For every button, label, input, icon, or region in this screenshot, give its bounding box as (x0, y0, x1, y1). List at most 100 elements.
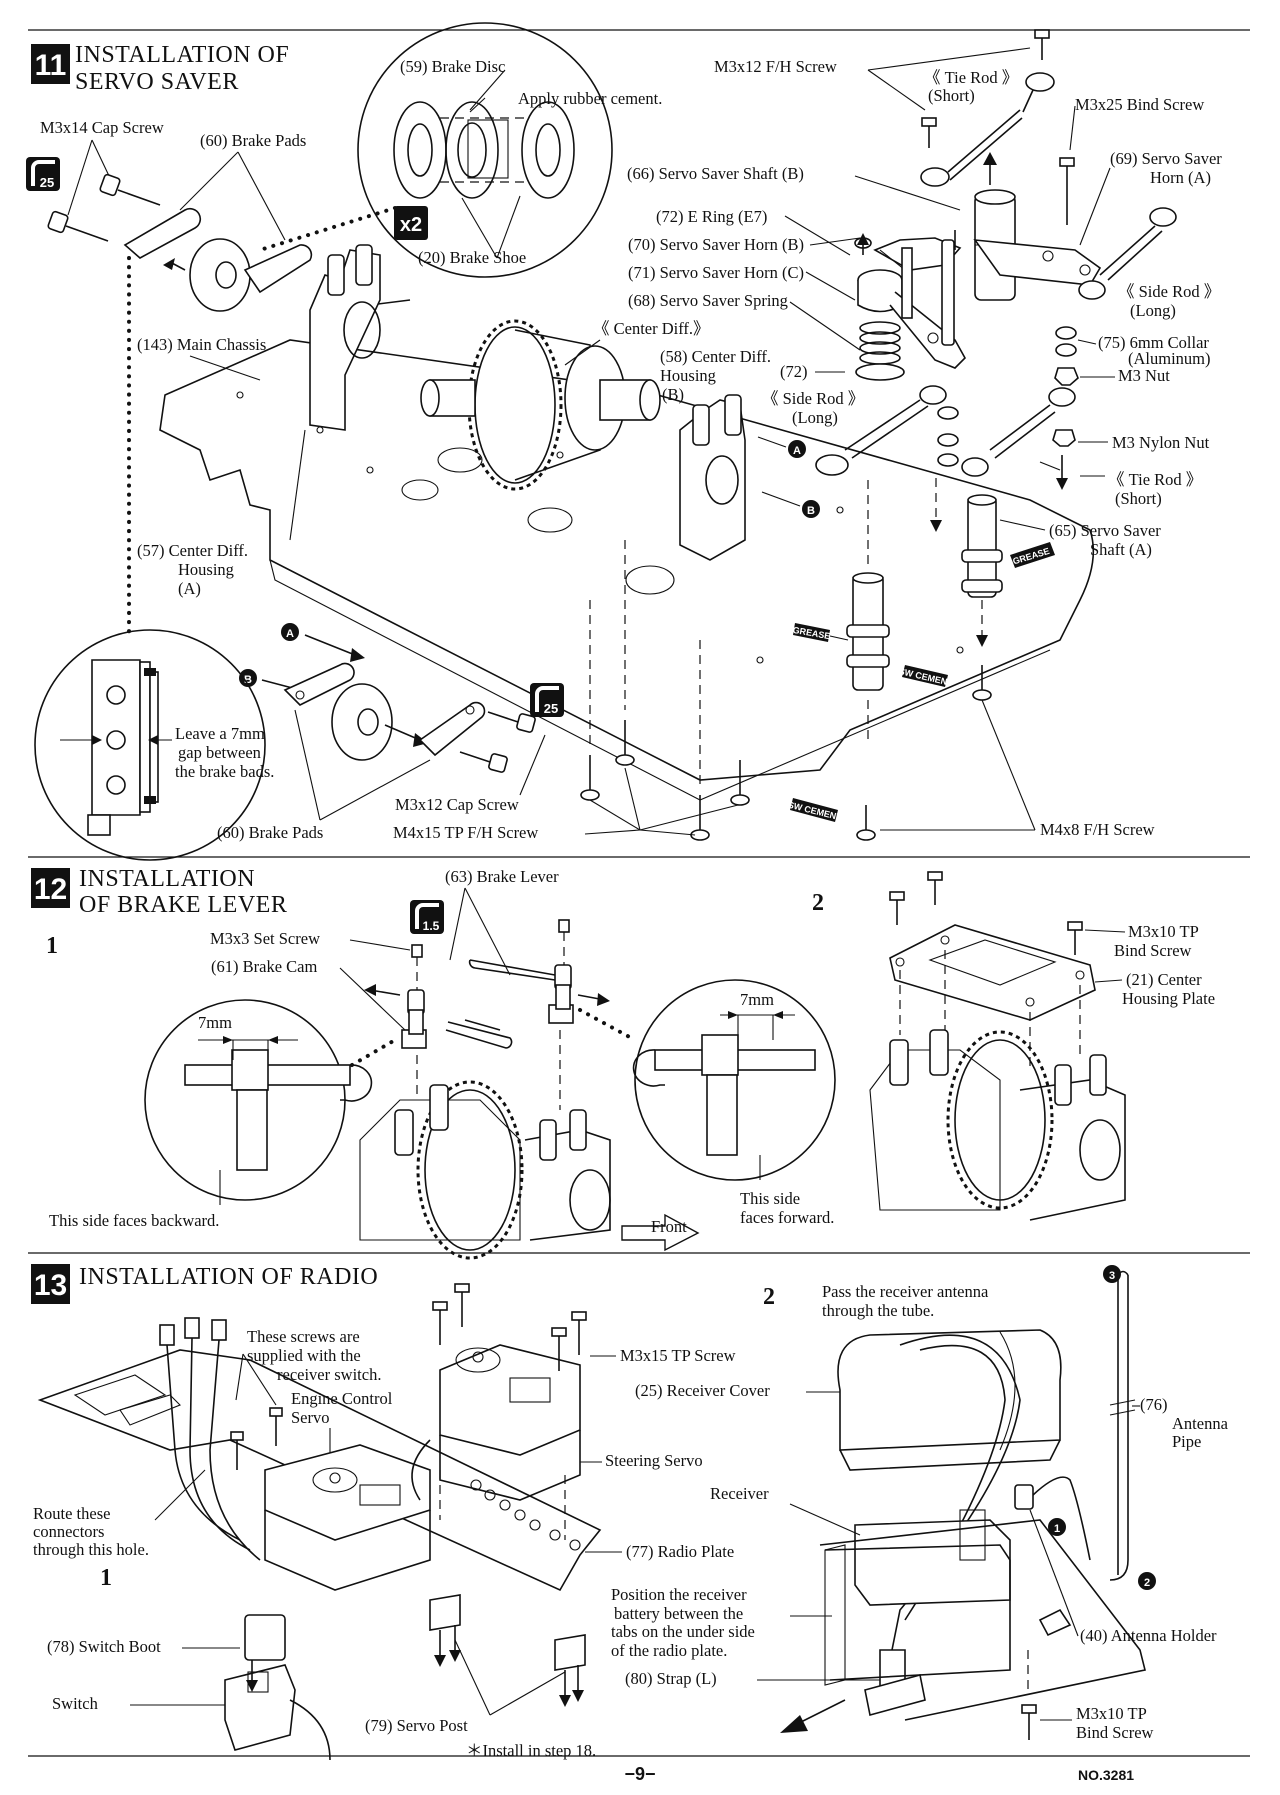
brake-pad-lower-a (283, 662, 355, 706)
antenna-pipe (1109, 1270, 1136, 1581)
step12-badge (31, 868, 70, 908)
grease-tag-2: GREASE (792, 623, 831, 642)
label-tp-bind-screw-step13-1: M3x10 TP (1076, 1704, 1147, 1723)
label-side-rod-long-right-1: 《 Side Rod 》 (1118, 282, 1220, 301)
sw-cement-tag-2: SW CEMENT (787, 798, 843, 823)
switch-screws (230, 1407, 283, 1470)
seq-badge-2: 2 (1138, 1572, 1156, 1590)
svg-text:B: B (244, 674, 252, 686)
label-tie-rod-short-top-2: (Short) (928, 86, 975, 105)
center-housing-plate (889, 924, 1096, 1021)
label-brake-cam: (61) Brake Cam (211, 957, 317, 976)
label-servo-saver-horn-a-1: (69) Servo Saver (1110, 149, 1222, 168)
step13-title: INSTALLATION OF RADIO (79, 1264, 378, 1290)
label-receiver: Receiver (710, 1484, 769, 1503)
servo-posts (429, 1594, 586, 1707)
step12-title-line1: INSTALLATION (79, 866, 255, 892)
brake-gap-inset (34, 629, 266, 861)
engine-control-servo (264, 1444, 431, 1591)
label-screws-note-1: These screws are (247, 1327, 360, 1346)
brake-cam-right (548, 919, 574, 1024)
brake-lever-part (445, 959, 556, 1049)
radio-plate-edge-2 (819, 1519, 1146, 1721)
label-side-rod-long-right-2: (Long) (1130, 301, 1176, 320)
marker-b-upper: B (802, 500, 820, 518)
svg-text:2: 2 (1144, 1577, 1150, 1589)
label-dim-right: 7mm (740, 990, 774, 1009)
label-brake-pads-top: (60) Brake Pads (200, 131, 306, 150)
label-switch: Switch (52, 1694, 99, 1713)
label-cap-screw-12: M3x12 Cap Screw (395, 795, 519, 814)
step11-title-line1: INSTALLATION OF (75, 42, 289, 68)
label-steering-servo: Steering Servo (605, 1451, 703, 1470)
label-antenna-pipe-3: Pipe (1172, 1432, 1201, 1451)
label-antenna-note-2: through the tube. (822, 1301, 934, 1320)
label-battery-note-2: battery between the (614, 1604, 743, 1623)
brake-cam-left (401, 944, 427, 1049)
label-receiver-cover: (25) Receiver Cover (635, 1381, 770, 1400)
brake-disc-part (189, 238, 251, 312)
step12-sub1: 1 (46, 933, 58, 959)
tp-bind-screw-step13 (1021, 1650, 1037, 1740)
label-tp-bind-screw-step12-1: M3x10 TP (1128, 922, 1199, 941)
hex-wrench-icon-lower: 25 (530, 683, 564, 717)
label-side-rod-long-mid-2: (Long) (792, 408, 838, 427)
label-servo-saver-horn-b: (70) Servo Saver Horn (B) (628, 235, 804, 254)
label-center-diff-housing-a-2: Housing (178, 560, 234, 579)
center-diff-assembly-2 (869, 1029, 1126, 1221)
center-diff (420, 319, 661, 491)
hex-wrench-icon-step12: 1.5 (410, 900, 444, 934)
steering-servo (411, 1344, 581, 1501)
servo-saver-shaft-a (961, 494, 1003, 598)
label-collar-1: (75) 6mm Collar (1098, 333, 1209, 352)
brake-pad-lower-b (418, 701, 486, 757)
label-center-diff: 《 Center Diff.》 (593, 319, 710, 338)
screw-part (921, 29, 1075, 225)
switch-boot (244, 1614, 286, 1661)
step13-badge (31, 1264, 70, 1304)
label-center-housing-plate-1: (21) Center (1126, 970, 1202, 989)
sw-cement-tag-1: SW CEMENT (898, 665, 954, 688)
step11-title-line2: SERVO SAVER (75, 69, 239, 95)
label-install-note: ＊Install in step 18. (466, 1741, 596, 1760)
label-center-diff-housing-b-2: Housing (660, 366, 716, 385)
label-faces-forward-2: faces forward. (740, 1208, 834, 1227)
label-center-diff-housing-a-3: (A) (178, 579, 201, 598)
servo-saver-spring-part (855, 321, 905, 381)
brake-cam-detail-right (632, 979, 836, 1181)
tie-rod-short-bottom (961, 387, 1076, 477)
label-battery-note-1: Position the receiver (611, 1585, 747, 1604)
label-radio-plate: (77) Radio Plate (626, 1542, 734, 1561)
label-tp-screw-15: M3x15 TP Screw (620, 1346, 736, 1365)
label-brake-shoe: (20) Brake Shoe (418, 248, 526, 267)
label-antenna-pipe-1: (76) (1140, 1395, 1168, 1414)
label-tie-rod-short-bottom-1: 《 Tie Rod 》 (1108, 470, 1202, 489)
label-battery-note-4: of the radio plate. (611, 1641, 727, 1660)
label-brake-lever: (63) Brake Lever (445, 867, 559, 886)
label-route-note-2: connectors (33, 1522, 104, 1541)
svg-text:1: 1 (1054, 1523, 1060, 1535)
label-m3-nylon-nut: M3 Nylon Nut (1112, 433, 1210, 452)
label-dim-left: 7mm (198, 1013, 232, 1032)
svg-text:SW CEMENT: SW CEMENT (787, 800, 843, 823)
svg-text:SW CEMENT: SW CEMENT (898, 666, 954, 688)
page-number: −9− (624, 1764, 655, 1784)
label-fh-screw-m4x8: M4x8 F/H Screw (1040, 820, 1155, 839)
doc-number: NO.3281 (1078, 1767, 1134, 1783)
hex-wrench-icon: 25 (26, 157, 60, 191)
label-antenna-note-1: Pass the receiver antenna (822, 1282, 989, 1301)
fh-screw-m4x8-left (856, 805, 876, 841)
step11-badge (31, 44, 70, 84)
label-center-diff-housing-b-3: (B) (662, 385, 684, 404)
label-faces-backward: This side faces backward. (49, 1211, 219, 1230)
label-strap: (80) Strap (L) (625, 1669, 717, 1688)
label-tp-fh-screw: M4x15 TP F/H Screw (393, 823, 538, 842)
step13-sub2: 2 (763, 1284, 775, 1310)
step13-sub1: 1 (100, 1565, 112, 1591)
label-center-diff-housing-a-1: (57) Center Diff. (137, 541, 248, 560)
step12-header: 12 INSTALLATION OF BRAKE LEVER (31, 866, 287, 918)
switch-part (224, 1660, 331, 1761)
step13-header: 13 INSTALLATION OF RADIO (31, 1264, 378, 1304)
svg-text:A: A (286, 628, 294, 640)
label-servo-saver-spring: (68) Servo Saver Spring (628, 291, 788, 310)
